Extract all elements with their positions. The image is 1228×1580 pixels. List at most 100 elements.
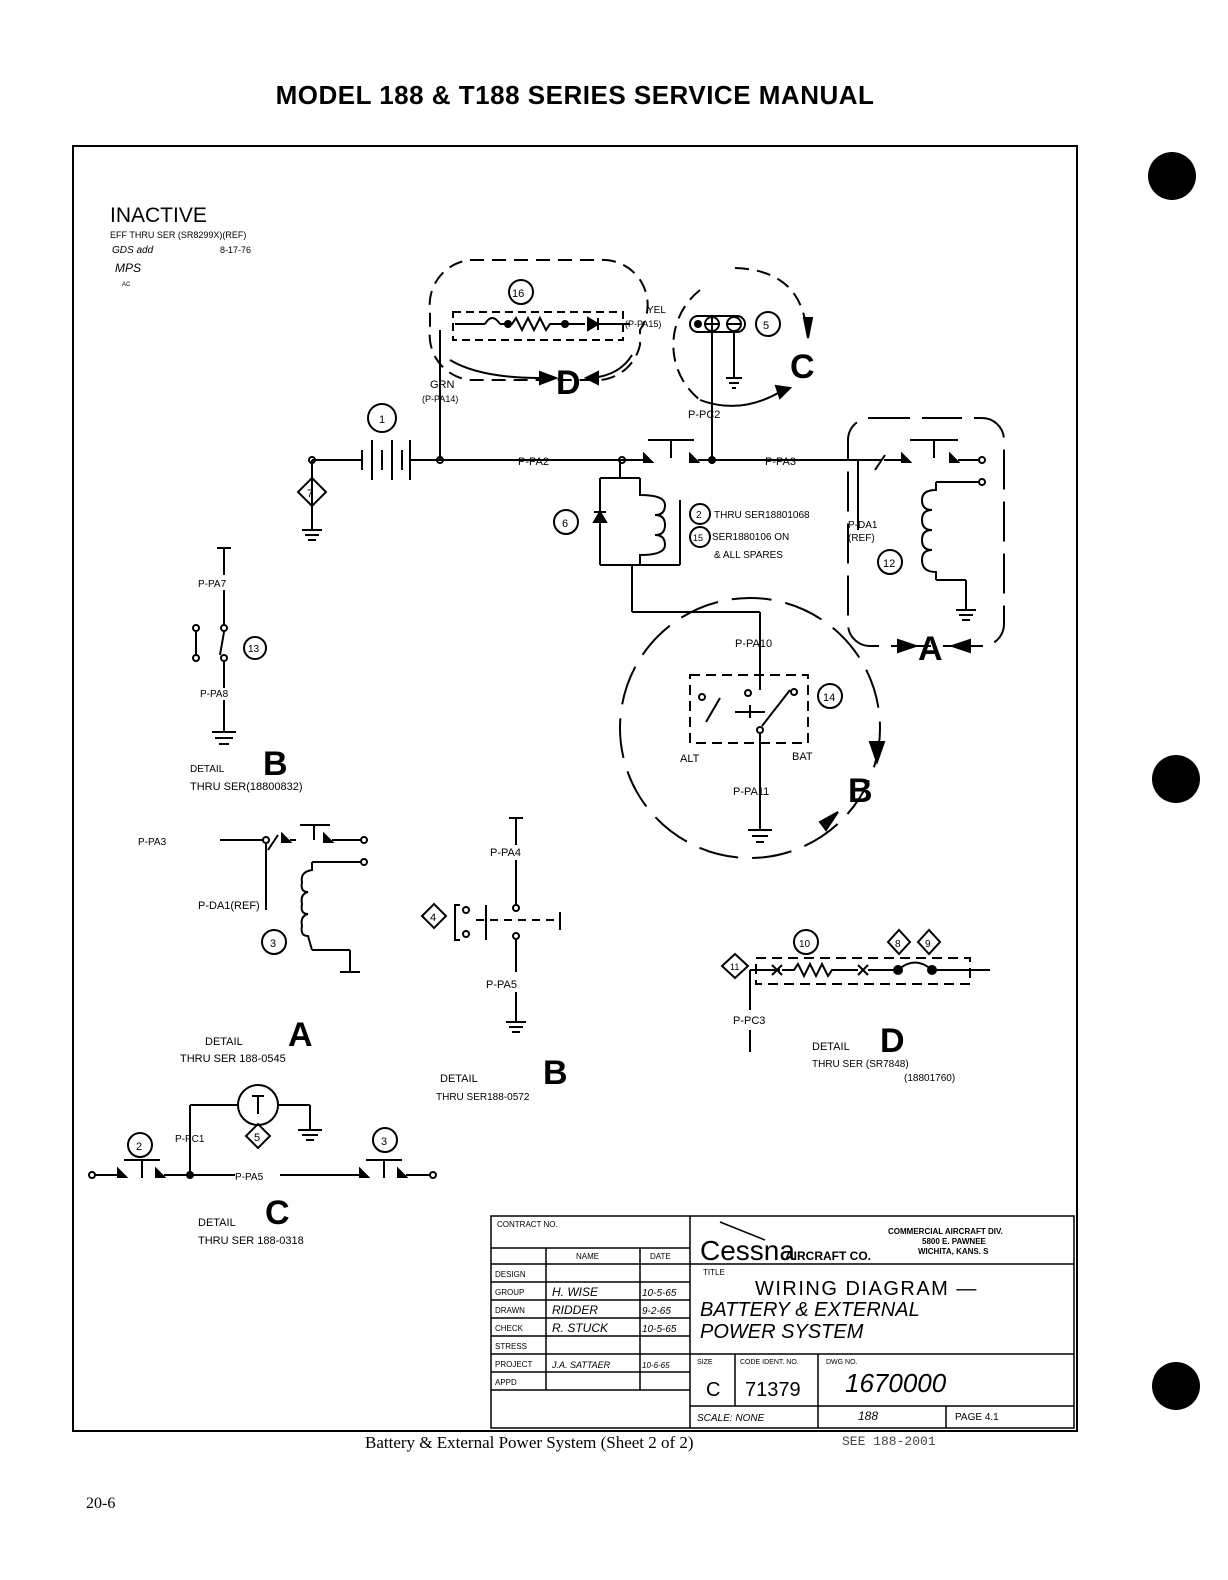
stamp-initials: GDS add: [112, 245, 154, 256]
tb-title3: POWER SYSTEM: [700, 1321, 864, 1343]
svg-text:11: 11: [730, 962, 739, 972]
tb-page: PAGE 4.1: [955, 1412, 999, 1423]
detail-a-letter: A: [288, 1016, 313, 1054]
svg-text:16: 16: [512, 288, 524, 300]
external-power-receptacle: [689, 315, 746, 460]
callout-11: [720, 952, 750, 980]
label-ppc2: P-PC2: [688, 409, 720, 421]
title-block-text: CONTRACT NO. NAME DATE DESIGN GROUP H. W…: [495, 1220, 1003, 1424]
tb-company: Cessna: [700, 1235, 795, 1266]
tb-title2: BATTERY & EXTERNAL: [700, 1299, 920, 1321]
label-ppa5-c: P-PA5: [235, 1172, 264, 1183]
svg-text:2: 2: [696, 510, 702, 521]
svg-text:R. STUCK: R. STUCK: [552, 1321, 609, 1335]
detail-c-word: DETAIL: [198, 1217, 236, 1229]
svg-text:RIDDER: RIDDER: [552, 1303, 598, 1317]
tb-title-label: TITLE: [703, 1268, 725, 1277]
tb-scale: SCALE: NONE: [697, 1413, 765, 1424]
callout-14: [817, 683, 843, 709]
svg-text:15: 15: [693, 533, 703, 543]
svg-text:13: 13: [248, 644, 260, 655]
detail-a-note: THRU SER 188-0545: [180, 1053, 286, 1065]
svg-text:J.A. SATTAER: J.A. SATTAER: [551, 1360, 611, 1370]
tb-code: 71379: [745, 1379, 801, 1401]
label-ppa10: P-PA10: [735, 638, 772, 650]
tb-size-label: SIZE: [697, 1359, 713, 1366]
svg-text:8: 8: [895, 939, 901, 950]
tb-col-name: NAME: [576, 1252, 599, 1261]
tb-size: C: [706, 1379, 720, 1401]
callout-13: [243, 636, 267, 660]
tb-model: 188: [858, 1409, 878, 1423]
stamp-status: INACTIVE: [110, 204, 207, 227]
stamp-sign: MPS: [115, 261, 141, 275]
callout-2: [689, 503, 711, 525]
svg-text:GROUP: GROUP: [495, 1288, 524, 1297]
tb-division: COMMERCIAL AIRCRAFT DIV.: [888, 1227, 1003, 1236]
label-yel-ref: (P-PA15): [625, 319, 661, 329]
svg-text:3: 3: [381, 1136, 387, 1148]
svg-text:10-5-65: 10-5-65: [642, 1324, 677, 1335]
label-yel: YEL: [647, 305, 666, 316]
label-ppa11: P-PA11: [733, 786, 769, 798]
detail-d-note: THRU SER (SR7848): [812, 1059, 909, 1070]
svg-text:5: 5: [254, 1132, 260, 1144]
detail-d-word: DETAIL: [812, 1041, 850, 1053]
svg-text:5: 5: [763, 320, 769, 332]
detail-letter-c: C: [790, 348, 815, 386]
label-pdai-ref: P-DA1: [848, 520, 878, 531]
detail-b-push-switch: [454, 817, 561, 1033]
callout-9: [916, 928, 942, 956]
detail-b1-note: THRU SER(18800832): [190, 781, 303, 793]
margin-note: SEE 188-2001: [842, 1434, 936, 1449]
detail-d-letter: D: [880, 1022, 905, 1060]
tb-code-label: CODE IDENT. NO.: [740, 1359, 799, 1366]
tb-city: WICHITA, KANS. S: [918, 1247, 989, 1256]
label-ppc1: P-PC1: [175, 1134, 205, 1145]
svg-text:DRAWN: DRAWN: [495, 1306, 525, 1315]
detail-c-letter: C: [265, 1194, 290, 1232]
detail-c-note: THRU SER 188-0318: [198, 1235, 304, 1247]
page-number: 20-6: [86, 1495, 116, 1512]
svg-text:1: 1: [379, 414, 385, 426]
callout-10: [793, 929, 819, 955]
detail-a-callout-bubble: [847, 417, 1005, 647]
stamp-effectivity: EFF THRU SER (SR8299X)(REF): [110, 230, 246, 240]
detail-a-word: DETAIL: [205, 1036, 243, 1048]
label-ppa3: P-PA3: [765, 456, 796, 468]
detail-b-toggle-switch: [192, 547, 236, 745]
svg-text:12: 12: [883, 558, 895, 570]
detail-letter-a: A: [918, 630, 943, 668]
tb-title1: WIRING DIAGRAM —: [755, 1278, 978, 1300]
tb-col-date: DATE: [650, 1252, 671, 1261]
callout-3: [372, 1127, 398, 1153]
svg-text:6: 6: [562, 518, 568, 530]
tb-contract: CONTRACT NO.: [497, 1220, 558, 1229]
svg-text:14: 14: [823, 692, 835, 704]
svg-text:4: 4: [430, 912, 436, 924]
note-2: THRU SER18801068: [714, 510, 810, 521]
label-grn-ref: (P-PA14): [422, 394, 458, 404]
svg-text:9-2-65: 9-2-65: [642, 1306, 671, 1317]
tb-address: 5800 E. PAWNEE: [922, 1237, 987, 1246]
callout-16: [508, 279, 534, 305]
callout-12: [877, 549, 903, 575]
label-grn: GRN: [430, 379, 455, 391]
callout-15: [689, 526, 711, 548]
callout-2: [127, 1132, 153, 1158]
external-power-contactor: [830, 439, 986, 621]
label-ppa8: P-PA8: [200, 689, 229, 700]
tb-company2: AIRCRAFT CO.: [785, 1249, 871, 1263]
svg-text:H. WISE: H. WISE: [552, 1285, 599, 1299]
detail-c-callout-bubble: [672, 267, 806, 401]
drawing-frame: [72, 145, 1078, 1432]
detail-letter-b: B: [848, 772, 873, 810]
label-bat: BAT: [792, 751, 813, 763]
note-spares: & ALL SPARES: [714, 550, 783, 561]
inactive-stamp: INACTIVE EFF THRU SER (SR8299X)(REF) GDS…: [110, 204, 251, 288]
detail-b-callout-bubble: [619, 597, 881, 859]
callout-6: [553, 509, 579, 535]
label-ppa3-b: P-PA3: [138, 837, 167, 848]
svg-text:3: 3: [270, 938, 276, 950]
